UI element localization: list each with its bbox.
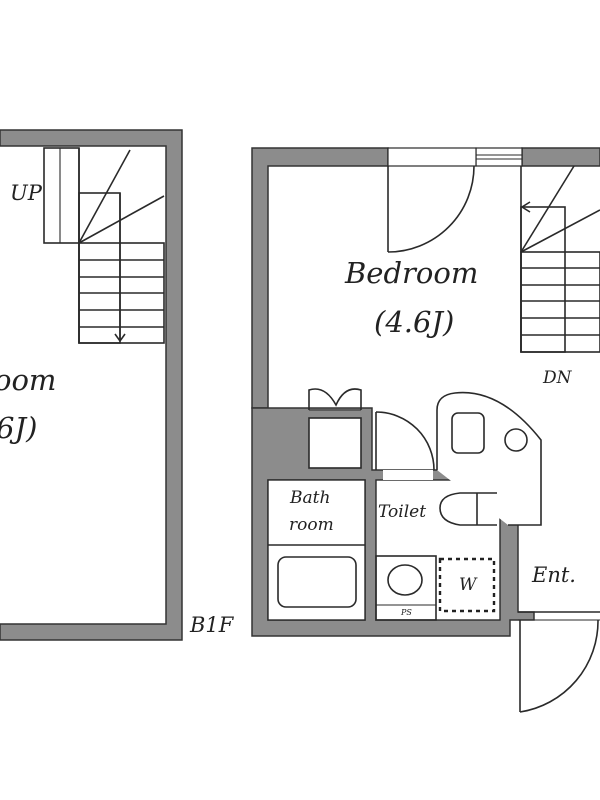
bathtub: [277, 556, 357, 608]
toilet-door[interactable]: [375, 411, 435, 471]
bathroom-label-line2: room: [289, 515, 334, 535]
bedroom-label: Bedroom: [344, 256, 478, 290]
b1f-floor: UP oom 6J) B1F: [0, 129, 235, 641]
arrow-left-icon: [520, 201, 531, 213]
bathroom-label-line1: Bath: [289, 488, 330, 508]
sink-icon: [504, 428, 528, 452]
window: [475, 147, 523, 167]
1f-stair-down-label: DN: [542, 368, 573, 388]
kitchen-unit[interactable]: [436, 391, 542, 526]
b1f-wall: [0, 129, 183, 641]
1f-floor: DN Bedroom (4.6J) Bath room Toilet: [251, 147, 600, 713]
toilet-fixture: [439, 492, 497, 526]
b1f-room-size: 6J): [0, 411, 37, 445]
washbasin-label: PS: [400, 608, 412, 617]
b1f-stair-up-label: UP: [10, 181, 43, 205]
entrance-door[interactable]: [519, 619, 599, 713]
arrow-down-icon: [114, 333, 126, 343]
1f-staircase[interactable]: [520, 165, 600, 353]
bedroom-size: (4.6J): [374, 305, 454, 339]
washbasin: [387, 564, 423, 596]
b1f-staircase: [43, 147, 165, 344]
washer-label: W: [459, 575, 478, 595]
washer-space: [438, 557, 496, 613]
bedroom-door[interactable]: [387, 165, 475, 253]
toilet-label: Toilet: [378, 502, 426, 522]
floor-label-b1f: B1F: [189, 613, 235, 637]
closet[interactable]: [308, 388, 362, 469]
entrance-label: Ent.: [531, 563, 576, 587]
b1f-room-name: oom: [0, 363, 56, 397]
1f-wall-top-right: [521, 147, 600, 167]
